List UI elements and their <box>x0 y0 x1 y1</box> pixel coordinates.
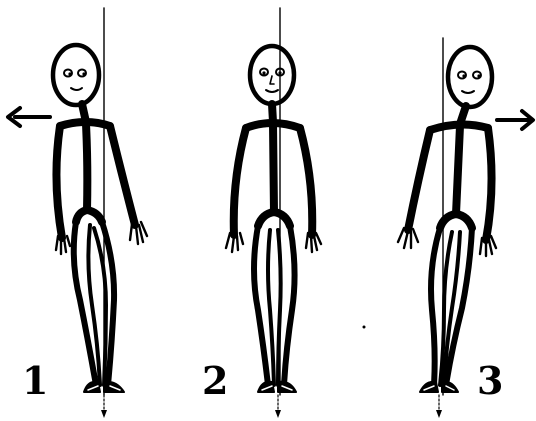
left-leg-inner-2 <box>268 230 274 385</box>
figure-3 <box>398 38 533 418</box>
head-1 <box>53 45 99 105</box>
figure-2 <box>226 8 321 418</box>
figure-number-2: 2 <box>202 358 228 403</box>
mouth-1 <box>71 88 82 90</box>
plumb-arrow-head-3 <box>436 410 442 418</box>
hips-2 <box>258 212 290 226</box>
stray-dot <box>363 326 366 329</box>
right-hand-1 <box>130 222 147 244</box>
mouth-2 <box>266 90 278 92</box>
right-foot-3 <box>442 382 458 392</box>
right-arm-1 <box>110 126 135 225</box>
head-3 <box>448 47 492 107</box>
left-arm-3 <box>408 130 430 230</box>
left-arm-1 <box>56 126 62 238</box>
mouth-3 <box>462 91 474 93</box>
left-arrow-icon <box>8 108 50 126</box>
spine-2 <box>273 124 274 212</box>
head-2 <box>250 46 294 104</box>
right-leg-outer-2 <box>284 226 295 385</box>
hips-3 <box>440 214 472 228</box>
right-hand-2 <box>306 233 321 252</box>
spine-1 <box>86 124 87 210</box>
right-arm-3 <box>486 128 492 240</box>
left-hand-2 <box>226 233 243 252</box>
left-leg-outer-3 <box>431 228 440 385</box>
right-arrow-icon <box>497 111 533 129</box>
left-foot-3 <box>420 382 438 392</box>
left-leg-outer-2 <box>254 226 268 385</box>
spine-3 <box>456 126 460 214</box>
hips-1 <box>76 210 102 222</box>
left-arm-2 <box>234 128 246 235</box>
right-arm-2 <box>300 128 312 235</box>
nose-2 <box>270 76 274 84</box>
right-foot-2 <box>278 382 296 392</box>
plumb-arrow-head-2 <box>275 410 281 418</box>
plumb-arrow-head-1 <box>101 410 107 418</box>
figure-1 <box>8 8 147 418</box>
left-hand-1 <box>56 236 70 254</box>
figure-number-1: 1 <box>22 358 48 403</box>
figure-number-3: 3 <box>477 358 503 403</box>
left-hand-3 <box>398 228 418 248</box>
